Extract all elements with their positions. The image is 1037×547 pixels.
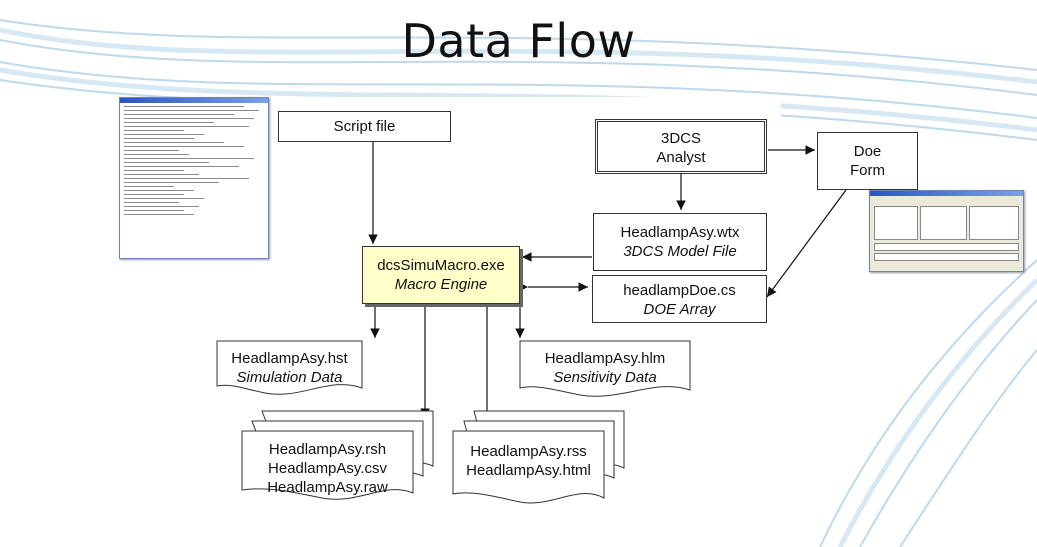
script-file-screenshot bbox=[119, 97, 269, 259]
edge-doe-to-array bbox=[766, 189, 847, 298]
rss-line1: HeadlampAsy.rss bbox=[470, 443, 587, 460]
rss-line2: HeadlampAsy.html bbox=[466, 462, 591, 479]
rsh-line1: HeadlampAsy.rsh bbox=[268, 441, 387, 458]
doe-array-node: headlampDoe.cs DOE Array bbox=[592, 275, 767, 323]
macro-engine-node: dcsSimuMacro.exe Macro Engine bbox=[362, 246, 520, 304]
rss-group-node: HeadlampAsy.rss HeadlampAsy.html bbox=[453, 442, 604, 482]
script-file-label: Script file bbox=[333, 118, 396, 135]
rsh-line2: HeadlampAsy.csv bbox=[268, 460, 387, 477]
doe-form-node: Doe Form bbox=[817, 132, 918, 190]
simulation-node: HeadlampAsy.hst Simulation Data bbox=[217, 349, 362, 389]
simulation-doc-shape bbox=[216, 340, 363, 395]
doe-form-screenshot bbox=[869, 190, 1024, 272]
doe-array-line1: headlampDoe.cs bbox=[623, 282, 736, 299]
analyst-line1: 3DCS bbox=[660, 130, 701, 147]
doe-form-line1: Doe bbox=[853, 143, 882, 160]
doe-array-line2: DOE Array bbox=[643, 301, 716, 318]
sensitivity-doc-shape bbox=[519, 340, 691, 397]
macro-engine-line2: Macro Engine bbox=[394, 276, 488, 293]
rss-doc-shape bbox=[452, 430, 605, 504]
model-file-line2: 3DCS Model File bbox=[623, 243, 737, 260]
sensitivity-line2: Sensitivity Data bbox=[553, 369, 657, 386]
rsh-doc-shape bbox=[241, 430, 414, 500]
script-file-node: Script file bbox=[278, 111, 451, 142]
sensitivity-node: HeadlampAsy.hlm Sensitivity Data bbox=[520, 349, 690, 389]
analyst-node: 3DCS Analyst bbox=[595, 119, 767, 174]
page-title: Data Flow bbox=[401, 14, 636, 68]
macro-engine-line1: dcsSimuMacro.exe bbox=[377, 257, 505, 274]
rsh-group-node: HeadlampAsy.rsh HeadlampAsy.csv Headlamp… bbox=[242, 440, 413, 497]
rsh-line3: HeadlampAsy.raw bbox=[267, 479, 388, 496]
simulation-line2: Simulation Data bbox=[236, 369, 343, 386]
model-file-line1: HeadlampAsy.wtx bbox=[620, 224, 740, 241]
sensitivity-line1: HeadlampAsy.hlm bbox=[544, 350, 666, 367]
analyst-line2: Analyst bbox=[656, 149, 706, 166]
model-file-node: HeadlampAsy.wtx 3DCS Model File bbox=[593, 213, 767, 271]
doe-form-line2: Form bbox=[850, 162, 885, 179]
simulation-line1: HeadlampAsy.hst bbox=[231, 350, 348, 367]
